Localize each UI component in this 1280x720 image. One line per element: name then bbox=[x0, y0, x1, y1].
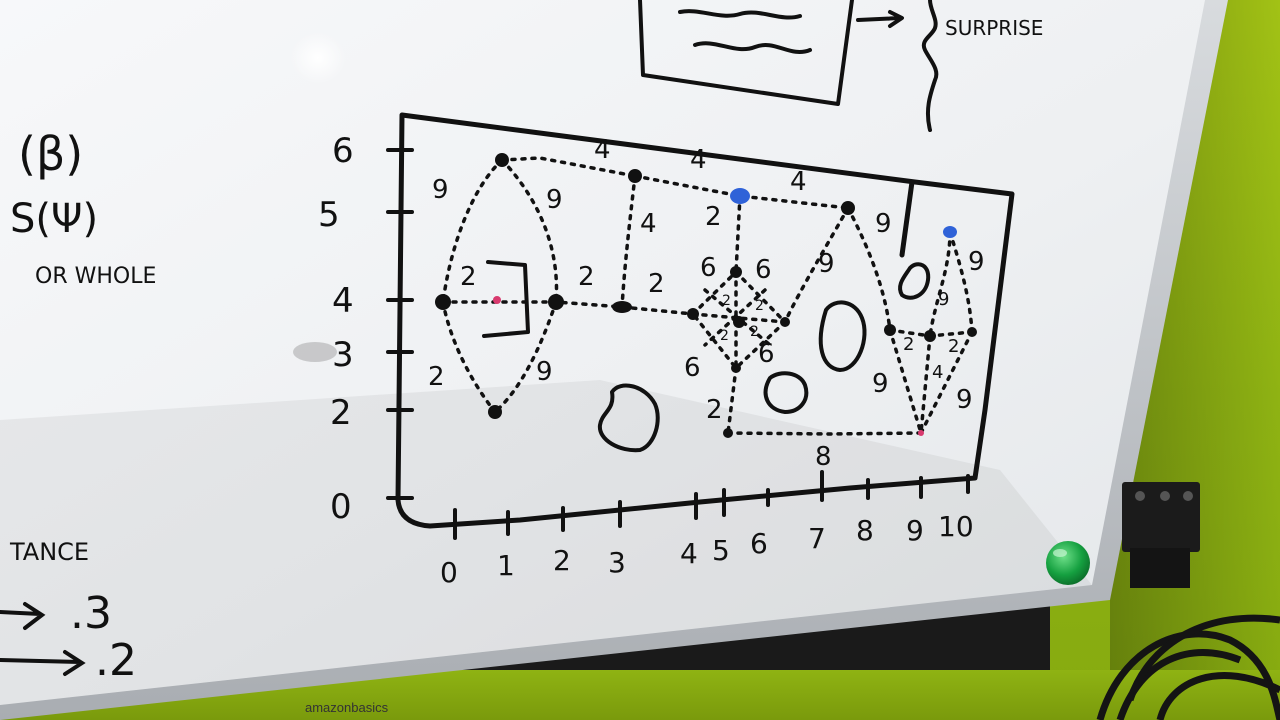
red-marker-node bbox=[493, 296, 501, 304]
edge-weight: 2 bbox=[428, 362, 445, 392]
graph-node bbox=[924, 330, 936, 342]
edge-weight: 2 bbox=[578, 262, 595, 292]
edge-weight: 4 bbox=[640, 209, 657, 239]
x-tick-label: 0 bbox=[440, 556, 458, 589]
edge-weight-labels: 9 4 4 9 4 2 4 9 9 2 2 2 6 6 6 6 2 2 9 9 … bbox=[428, 135, 985, 472]
highlight-nodes bbox=[493, 188, 957, 436]
graph-node bbox=[733, 316, 745, 328]
graph-node bbox=[628, 169, 642, 183]
x-tick-label: 10 bbox=[938, 510, 974, 543]
edge-weight: 8 bbox=[815, 442, 832, 472]
light-glare bbox=[290, 32, 346, 84]
arrow-marks bbox=[0, 602, 86, 676]
distance-note: TANCE bbox=[9, 538, 89, 566]
y-tick-label: 0 bbox=[330, 487, 352, 527]
edge-weight: 6 bbox=[758, 339, 775, 369]
wall-mount-bracket-icon bbox=[1122, 482, 1200, 588]
x-axis-labels: 0 1 2 3 4 5 6 7 8 9 10 bbox=[440, 510, 974, 589]
graph-node bbox=[488, 405, 502, 419]
graph-node bbox=[841, 201, 855, 215]
edge-weight: 9 bbox=[956, 385, 973, 415]
brand-label: amazonbasics bbox=[305, 700, 389, 715]
x-tick-label: 5 bbox=[712, 534, 730, 567]
edge-weight: 2 bbox=[648, 269, 665, 299]
red-marker-node bbox=[918, 430, 924, 436]
or-whole-note: OR WHOLE bbox=[35, 264, 156, 289]
top-note-box bbox=[638, 0, 939, 132]
eraser-smudge bbox=[293, 342, 337, 362]
value-point-two: .2 bbox=[95, 635, 137, 686]
edge-weight: 9 bbox=[968, 247, 985, 277]
edge-weight: 2 bbox=[948, 336, 959, 357]
edge-weight: 2 bbox=[706, 395, 723, 425]
x-tick-label: 8 bbox=[856, 514, 874, 547]
blue-goal-node bbox=[943, 226, 957, 238]
edge-weight: 2 bbox=[705, 202, 722, 232]
psi-note: S(Ψ) bbox=[10, 196, 98, 242]
green-magnet-icon bbox=[1046, 541, 1090, 585]
value-point-three: .3 bbox=[70, 588, 112, 639]
x-tick-label: 6 bbox=[750, 527, 768, 560]
edge-weight: 9 bbox=[938, 289, 949, 310]
y-tick-label: 4 bbox=[332, 281, 354, 321]
edge-weight: 6 bbox=[700, 253, 717, 283]
obstacles bbox=[482, 260, 931, 453]
y-tick-label: 6 bbox=[332, 131, 354, 171]
edge-weight: 2 bbox=[460, 262, 477, 292]
graph-node bbox=[723, 428, 733, 438]
y-axis-labels: 6 5 4 3 2 0 bbox=[318, 131, 354, 527]
edge-weight: 2 bbox=[903, 334, 914, 355]
y-tick-label: 5 bbox=[318, 195, 340, 235]
edge-weight: 4 bbox=[790, 167, 807, 197]
edge-weight: 2 bbox=[720, 328, 729, 344]
graph-node bbox=[967, 327, 977, 337]
x-tick-label: 2 bbox=[553, 544, 571, 577]
edge-weight: 2 bbox=[722, 293, 731, 309]
edge-weight: 9 bbox=[536, 357, 553, 387]
graph-node bbox=[548, 294, 564, 310]
cable-bundle-icon bbox=[1096, 614, 1280, 720]
edge-weight: 4 bbox=[932, 362, 943, 383]
edge-weight: 9 bbox=[875, 209, 892, 239]
y-axis-ticks bbox=[386, 148, 414, 500]
whiteboard-surface-shading bbox=[0, 32, 1092, 705]
edge-weight: 4 bbox=[690, 145, 707, 175]
graph-node bbox=[495, 153, 509, 167]
graph-node bbox=[731, 363, 741, 373]
y-tick-label: 3 bbox=[332, 335, 354, 375]
graph-node bbox=[730, 266, 742, 278]
grid-border bbox=[395, 112, 1015, 529]
graph-node bbox=[612, 301, 632, 313]
graph-node bbox=[687, 308, 699, 320]
graph-node bbox=[435, 294, 451, 310]
blue-start-node bbox=[730, 188, 750, 204]
graph-nodes bbox=[435, 153, 977, 438]
edge-weight: 9 bbox=[432, 175, 449, 205]
edge-weight: 9 bbox=[546, 185, 563, 215]
y-tick-label: 2 bbox=[330, 393, 352, 433]
edge-weight: 4 bbox=[594, 135, 611, 165]
edge-weight: 2 bbox=[750, 324, 759, 340]
edge-weight: 9 bbox=[818, 249, 835, 279]
edge-weight: 9 bbox=[872, 369, 889, 399]
x-tick-label: 7 bbox=[808, 522, 826, 555]
graph-node bbox=[780, 317, 790, 327]
whiteboard-frame bbox=[0, 0, 1228, 720]
beta-note: (β) bbox=[18, 127, 83, 181]
x-tick-label: 9 bbox=[906, 514, 924, 547]
edge-weight: 6 bbox=[684, 353, 701, 383]
x-tick-label: 3 bbox=[608, 546, 626, 579]
edge-weight: 2 bbox=[755, 298, 764, 314]
x-tick-label: 4 bbox=[680, 537, 698, 570]
x-tick-label: 1 bbox=[497, 549, 515, 582]
graph-node bbox=[884, 324, 896, 336]
x-axis-ticks bbox=[453, 470, 970, 540]
surprise-label: SURPRISE bbox=[945, 16, 1043, 40]
edge-weight: 6 bbox=[755, 255, 772, 285]
